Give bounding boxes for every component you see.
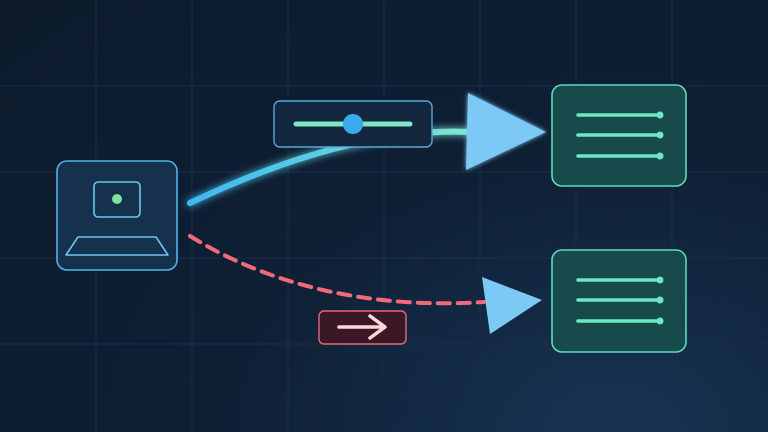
target-node-top	[551, 84, 687, 187]
arrow-right-icon	[337, 314, 387, 340]
source-node	[56, 160, 178, 271]
status-dot	[112, 194, 122, 204]
list-icon	[576, 113, 662, 158]
list-icon	[576, 278, 662, 323]
slider-knob[interactable]	[343, 114, 363, 134]
arrowhead-top	[466, 93, 546, 170]
solid-edge	[187, 128, 473, 206]
laptop-icon	[65, 181, 169, 256]
arrow-badge	[318, 310, 407, 345]
slider-label[interactable]	[273, 100, 433, 148]
arrowhead-bottom	[482, 277, 542, 334]
dashed-edge	[188, 234, 486, 306]
target-node-bottom	[551, 249, 687, 353]
